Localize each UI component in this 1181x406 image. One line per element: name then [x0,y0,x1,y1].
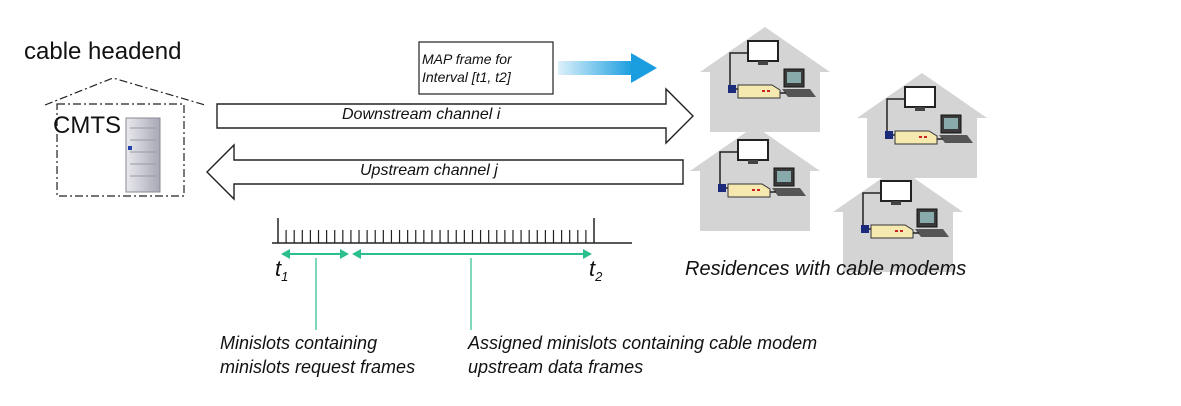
cmts-rack-icon [125,117,161,193]
residence-house-icon [699,26,831,133]
downstream-label: Downstream channel i [342,106,501,123]
cmts-label: CMTS [53,112,121,139]
t2-label: t2 [589,256,603,284]
request-label-line1: Minislots containing [220,333,378,353]
downstream-arrow [216,87,694,145]
residences-caption: Residences with cable modems [685,258,967,280]
t2-main: t [589,256,596,281]
map-frame-label: MAP frame for Interval [t1, t2] [422,50,512,86]
map-frame-box [418,41,554,95]
residence-house-icon [832,166,964,273]
assigned-label-line1: Assigned minislots containing cable mode… [468,333,818,353]
interval-markers [281,249,592,330]
request-label-line2: minislots request frames [220,357,416,377]
residence-house-icon [689,125,821,232]
map-broadcast-arrow [558,53,657,83]
headend-title: cable headend [24,38,182,65]
upstream-label: Upstream channel j [360,162,498,179]
assigned-minislots-label: Assigned minislots containing cable mode… [468,331,817,379]
t1-sub: 1 [281,269,289,284]
assigned-label-line2: upstream data frames [468,357,644,377]
headend-outline [44,77,206,197]
t1-main: t [275,256,282,281]
map-frame-line2: Interval [t1, t2] [422,69,511,85]
minislot-timeline [272,218,632,244]
residence-house-icon [856,72,988,179]
request-minislots-label: Minislots containing minislots request f… [220,331,415,379]
t1-label: t1 [275,256,289,284]
map-frame-line1: MAP frame for [422,51,512,67]
t2-sub: 2 [595,269,603,284]
upstream-arrow [206,143,684,201]
